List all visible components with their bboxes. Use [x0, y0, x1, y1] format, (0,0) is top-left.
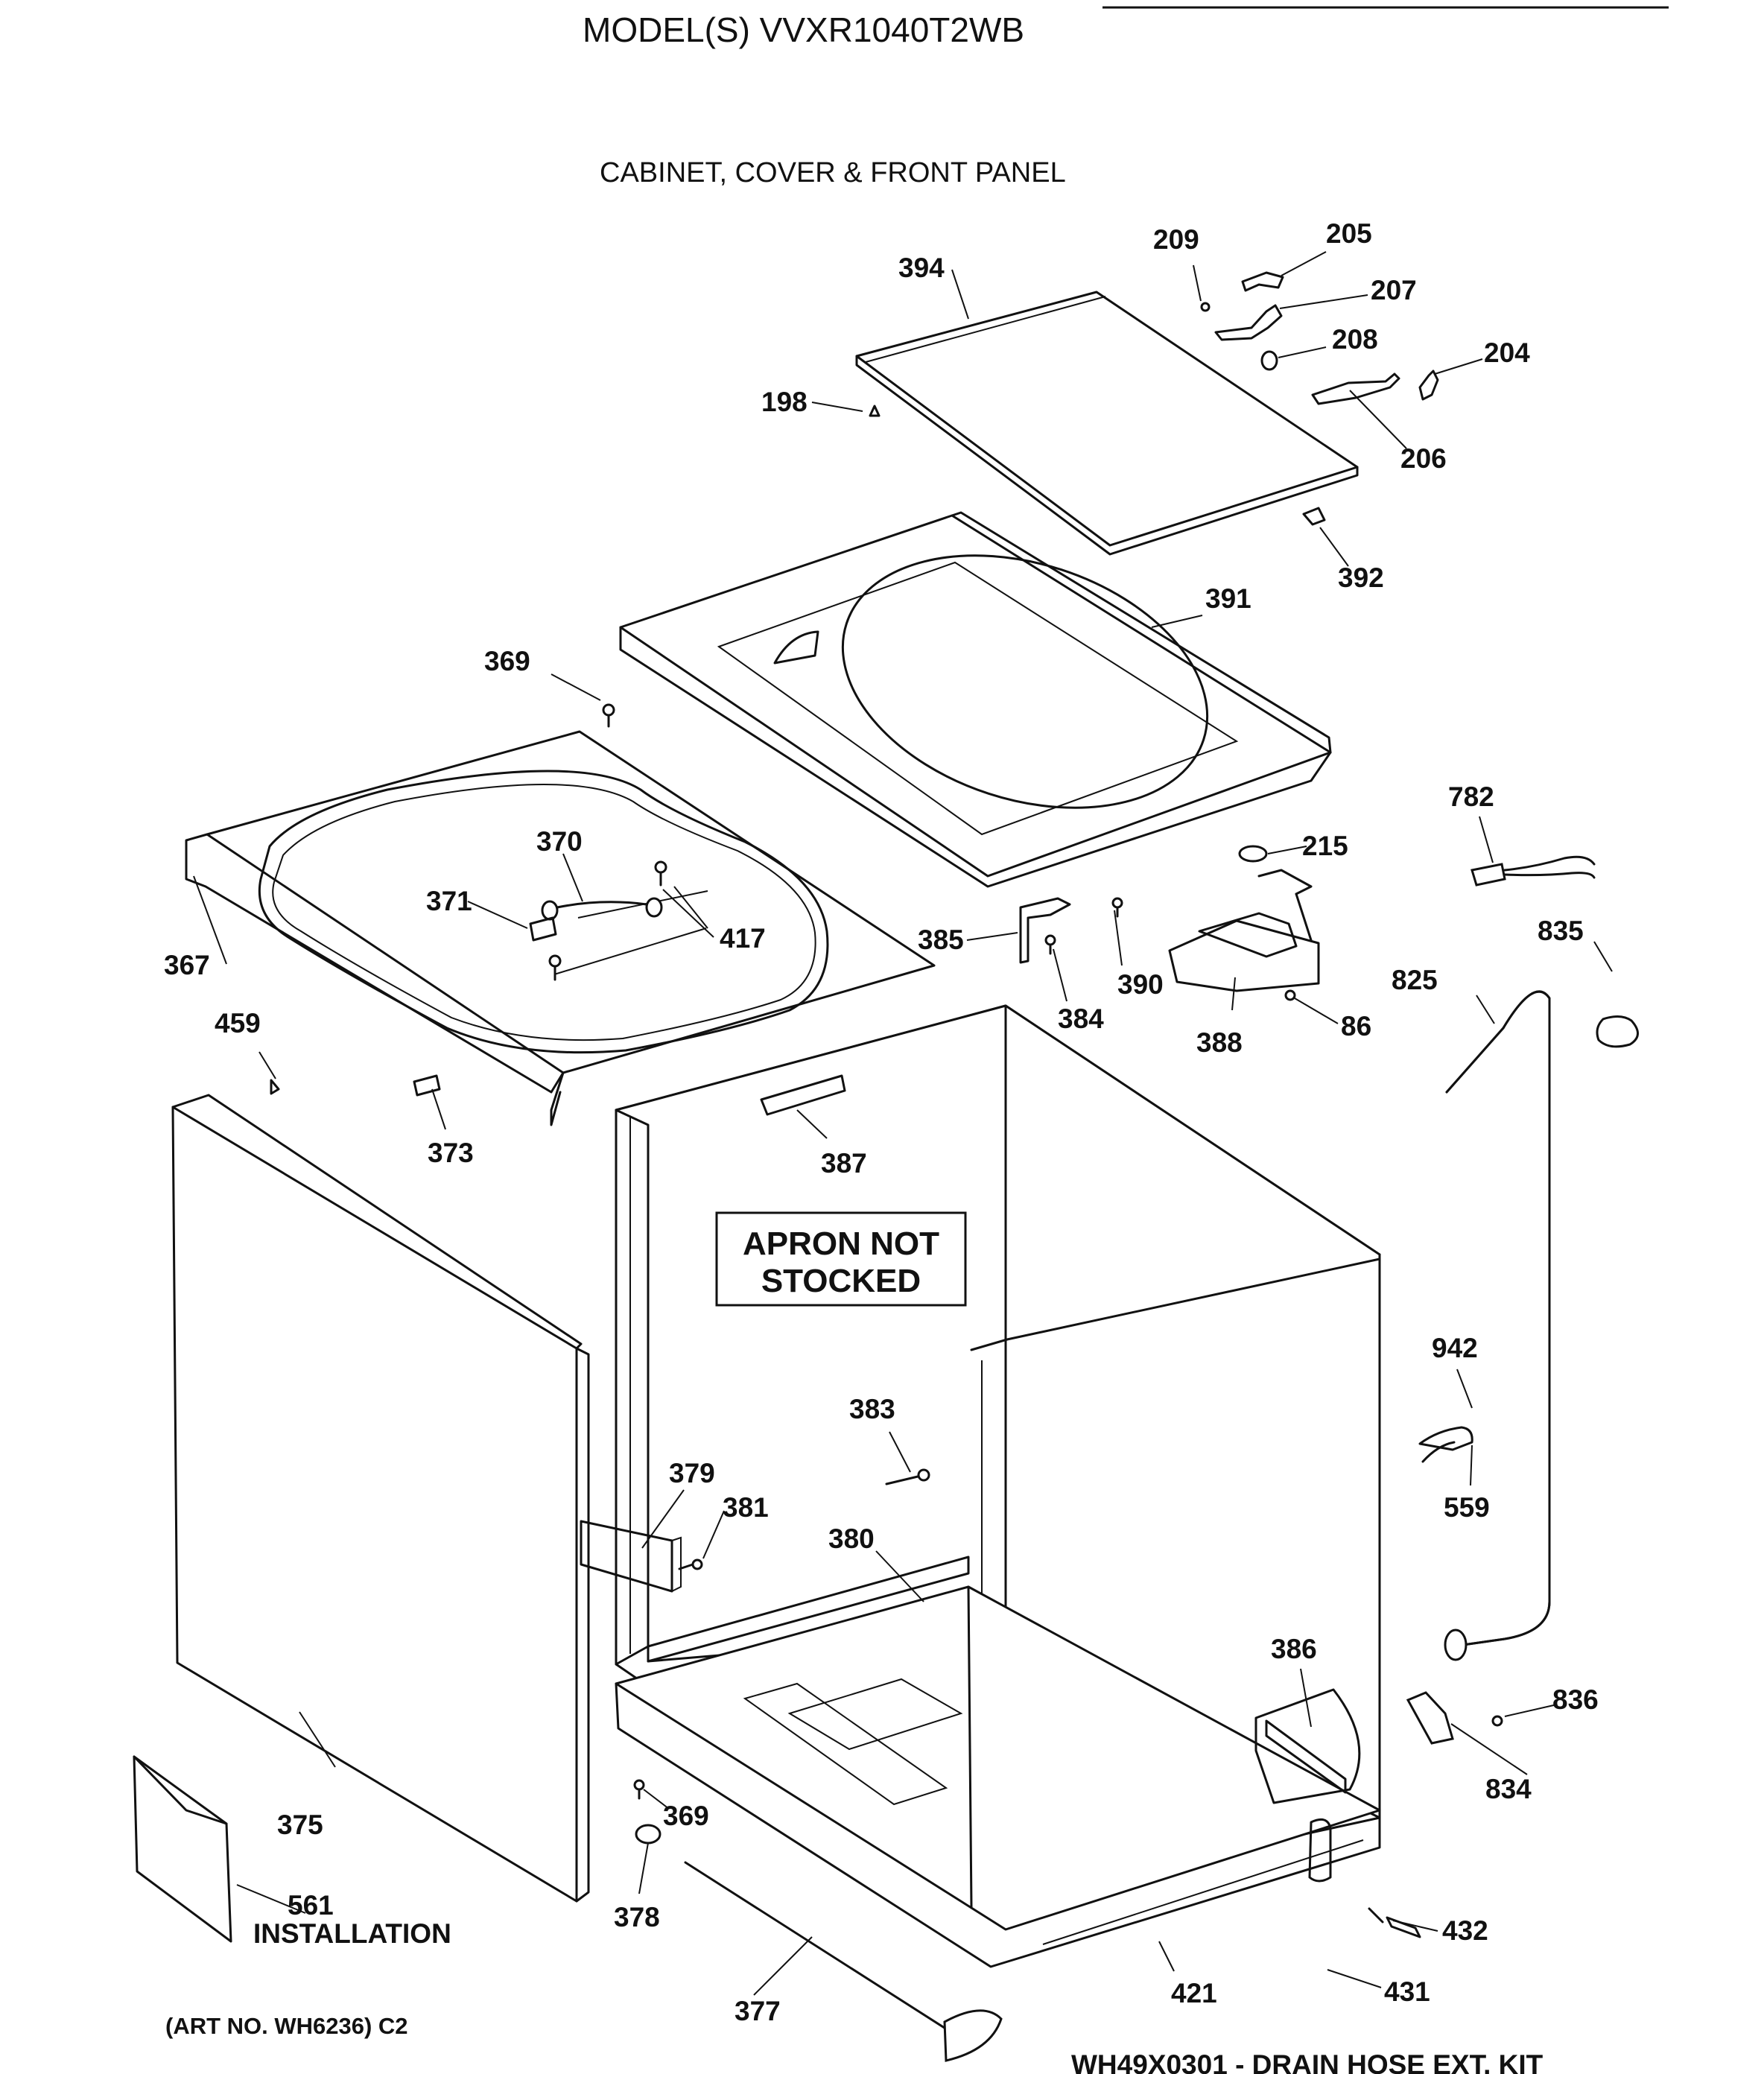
label-209: 209: [1153, 224, 1199, 255]
label-371: 371: [426, 886, 472, 916]
apron-note-box: [715, 1211, 967, 1307]
base-frame-367: [185, 730, 936, 1126]
label-388: 388: [1196, 1027, 1243, 1058]
part-labels: 394 209 205 207 208 204 206 198 392 391 …: [164, 218, 1599, 2026]
side-panel-plate-386: [1254, 1688, 1361, 1804]
model-title: MODEL(S) VVXR1040T2WB: [583, 10, 1024, 49]
label-381: 381: [723, 1492, 769, 1523]
base-pan-421: [615, 1585, 1381, 1968]
top-cover-391: [619, 511, 1332, 888]
label-208: 208: [1332, 324, 1378, 355]
label-394: 394: [898, 253, 945, 283]
label-206: 206: [1400, 443, 1447, 474]
label-942: 942: [1432, 1333, 1478, 1363]
label-369: 369: [484, 646, 530, 676]
label-835: 835: [1538, 916, 1584, 946]
label-386: 386: [1271, 1634, 1317, 1664]
label-198: 198: [761, 387, 808, 417]
label-370: 370: [536, 826, 583, 857]
label-387: 387: [821, 1148, 867, 1179]
label-379: 379: [669, 1458, 715, 1488]
feet-parts: [633, 1691, 1503, 2062]
label-459: 459: [215, 1008, 261, 1038]
label-377: 377: [735, 1996, 781, 2026]
label-375: 375: [277, 1810, 323, 1840]
lid-switch-388: [1019, 845, 1320, 1001]
section-title: CABINET, COVER & FRONT PANEL: [600, 157, 1066, 188]
label-782: 782: [1448, 781, 1494, 812]
label-378: 378: [614, 1902, 660, 1932]
leader-lines: [193, 251, 1613, 1996]
lid-394: [855, 291, 1359, 556]
kit-note: WH49X0301 - DRAIN HOSE EXT. KIT: [1071, 2049, 1544, 2074]
label-369b: 369: [663, 1801, 709, 1831]
label-421: 421: [1171, 1978, 1217, 2008]
label-561: 561: [288, 1890, 334, 1921]
label-417: 417: [720, 923, 766, 954]
apron-note-line1: APRON NOT: [743, 1225, 939, 1262]
label-205: 205: [1326, 218, 1372, 249]
label-384: 384: [1058, 1003, 1104, 1034]
front-panel-375: [171, 1094, 590, 1903]
label-559: 559: [1444, 1492, 1490, 1523]
label-834: 834: [1485, 1774, 1532, 1804]
label-390: 390: [1117, 969, 1164, 1000]
label-207: 207: [1371, 275, 1417, 305]
label-380: 380: [828, 1523, 875, 1554]
label-installation: INSTALLATION: [253, 1918, 451, 1949]
label-383: 383: [849, 1394, 895, 1424]
label-431: 431: [1384, 1976, 1430, 2007]
label-204: 204: [1484, 337, 1530, 368]
art-number: (ART NO. WH6236) C2: [165, 2013, 408, 2039]
hinge-parts: [869, 271, 1439, 526]
label-392: 392: [1338, 562, 1384, 593]
label-86: 86: [1341, 1011, 1371, 1041]
label-836: 836: [1552, 1684, 1599, 1715]
label-367: 367: [164, 950, 210, 980]
label-391: 391: [1205, 583, 1251, 614]
wire-942: [1418, 1426, 1473, 1463]
screws-369-370: [270, 703, 667, 1097]
connector-782: [1470, 855, 1596, 887]
label-373: 373: [428, 1138, 474, 1168]
label-215: 215: [1302, 831, 1348, 861]
installation-envelope-561: [133, 1755, 232, 1943]
label-432: 432: [1442, 1915, 1488, 1946]
apron-note-line2: STOCKED: [761, 1263, 921, 1299]
label-385: 385: [918, 925, 964, 955]
drain-hose-825: [1444, 990, 1639, 1661]
label-825: 825: [1392, 965, 1438, 995]
